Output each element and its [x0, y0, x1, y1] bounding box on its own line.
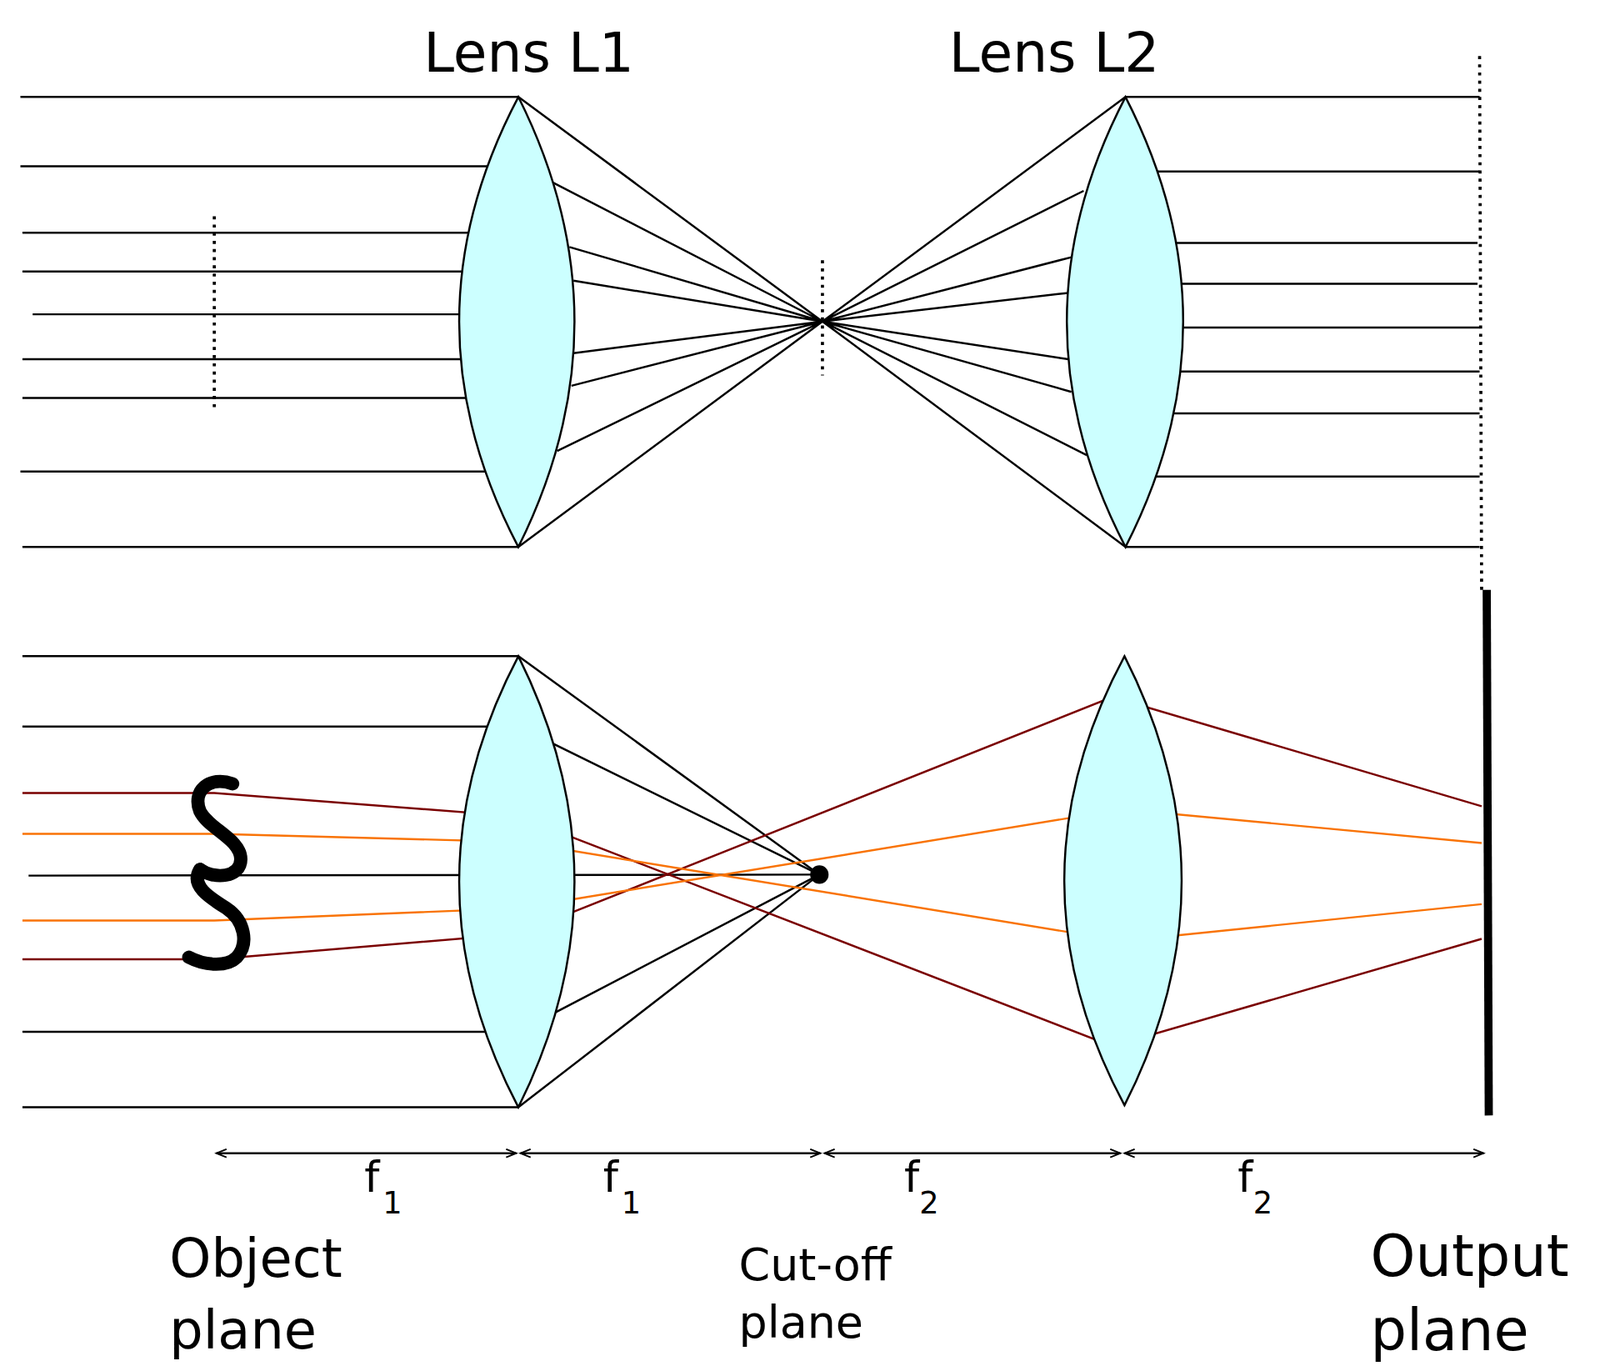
focus-dot: [810, 865, 829, 884]
bottom-black-rays: [22, 655, 820, 1107]
output-screen: [1486, 590, 1489, 1116]
dotted-planes: [214, 55, 1482, 590]
plane-label: Output plane: [1370, 1219, 1593, 1368]
plane-label: Object plane: [169, 1222, 415, 1366]
object-symbol: [189, 781, 245, 965]
dimension-arrows: [216, 1151, 1485, 1154]
lens-label: Lens L2: [949, 18, 1215, 88]
lens-shapes: [459, 96, 1184, 1107]
focal-length-subscript: 1: [621, 1183, 653, 1222]
focal-length-subscript: 2: [1253, 1183, 1285, 1222]
top-rays: [20, 96, 1480, 547]
lens-label: Lens L1: [423, 18, 689, 88]
red-rays: [22, 696, 1482, 1046]
focal-length-subscript: 1: [382, 1183, 414, 1222]
focal-length-subscript: 2: [919, 1183, 950, 1222]
plane-label: Cut-off plane: [739, 1235, 944, 1352]
